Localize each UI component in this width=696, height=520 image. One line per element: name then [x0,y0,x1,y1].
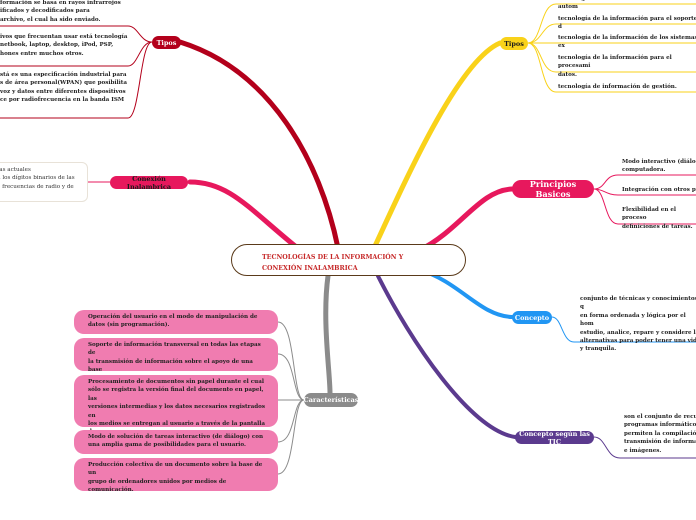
concepto-label: Concepto [514,313,550,322]
sub-tipos-left-2 [0,41,153,67]
tipos-left-node[interactable]: Tipos [152,36,181,49]
tipos-right-item-5[interactable]: tecnología de información de gestión. [558,84,677,90]
central-topic[interactable]: TECNOLOGÍAS DE LA INFORMACIÓN Y CONEXIÓN… [231,244,466,276]
caracteristicas-node[interactable]: Características [303,393,359,407]
sub-tipos-right-5 [527,42,696,93]
branch-principios [417,186,515,253]
conexion-detail[interactable]: tas actuales n los dígitos binarios de l… [0,162,88,202]
caracteristicas-item-3[interactable]: Procesamiento de documentos sin papel du… [74,375,278,444]
sub-tipos-left-1 [0,25,153,43]
caracteristicas-item-2[interactable]: Soporte de información transversal en to… [74,338,278,382]
caracteristicas-item-4[interactable]: Modo de solución de tareas interactivo (… [74,430,278,454]
sub-tipos-right-2 [527,23,696,44]
sub-caracteristicas-5 [277,399,305,475]
tipos-right-item-2[interactable]: tecnología de la información para el sop… [558,16,696,31]
sub-principios-3 [593,188,696,225]
sub-caracteristicas-4 [277,399,305,443]
branch-conexion [187,179,303,253]
tipos-right-item-4[interactable]: tecnología de la información para el pro… [558,55,672,78]
tipos-left-item-1[interactable]: formación se basa en rayos infrarrojos i… [0,0,121,23]
central-topic-line1: TECNOLOGÍAS DE LA INFORMACIÓN Y [262,254,404,261]
principios-item-3[interactable]: Flexibilidad en el proceso definiciones … [622,207,693,230]
concepto-node[interactable]: Concepto [512,311,552,324]
sub-concepto [551,316,696,343]
principios-item-1[interactable]: Modo interactivo (diálog computadora. [622,159,696,174]
branch-tipos-right [372,40,503,249]
caracteristicas-label: Características [303,396,359,404]
sub-concepto-tic [593,436,696,459]
tipos-right-item-3[interactable]: tecnología de la información de los sist… [558,35,696,50]
principios-node[interactable]: Principios Basicos [512,179,594,199]
concepto-detail[interactable]: conjunto de técnicas y conocimientos q e… [580,296,696,353]
branch-tipos-left [177,39,341,251]
sub-tipos-left-3 [0,41,153,119]
tipos-right-label: Tipos [504,39,524,48]
concepto-tic-detail[interactable]: son el conjunto de recu programas inform… [624,414,696,454]
branch-concepto-tic [376,274,517,439]
sub-caracteristicas-2 [277,353,305,401]
tipos-left-item-2[interactable]: ivos que frecuentan usar está tecnología… [0,34,128,57]
tipos-left-label: Tipos [156,38,177,47]
caracteristicas-item-1[interactable]: Operación del usuario en el modo de mani… [74,310,278,334]
concepto-tic-node[interactable]: Concepto según las TIC [515,429,594,446]
sub-principios-1 [593,174,696,190]
conexion-label: Conexión Inalambrica [126,174,172,191]
tipos-left-item-3[interactable]: stá es una especificación industrial par… [0,72,128,104]
branch-caracteristicas [323,273,333,396]
central-topic-line2: CONEXIÓN INALAMBRICA [262,265,358,272]
tipos-right-item-1[interactable]: tecnología de la información de la ofici… [558,0,688,11]
conexion-node[interactable]: Conexión Inalambrica [110,174,188,191]
caracteristicas-item-5[interactable]: Producción colectiva de un documento sob… [74,458,278,493]
sub-tipos-right-1 [527,3,696,44]
concepto-tic-label: Concepto según las TIC [519,429,590,446]
principios-item-2[interactable]: Integración con otros pr [622,187,696,193]
principios-label: Principios Basicos [529,179,577,199]
sub-caracteristicas-1 [277,321,305,401]
branch-concepto [418,268,514,319]
tipos-right-node[interactable]: Tipos [500,37,528,50]
